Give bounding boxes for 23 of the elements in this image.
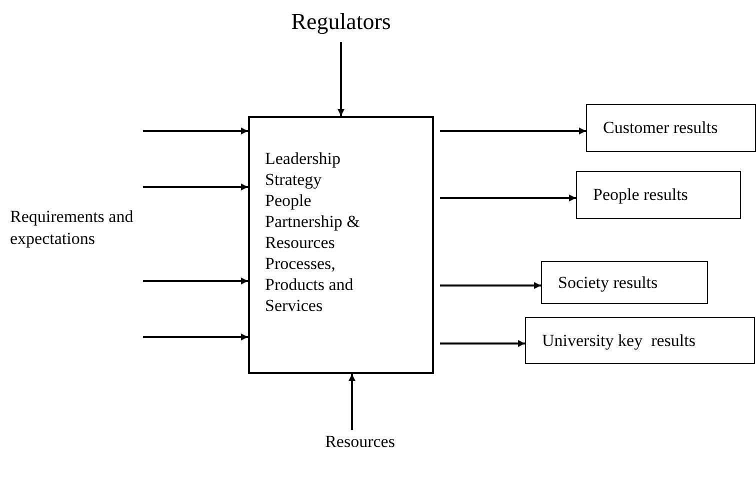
input-label: Resources [316, 432, 404, 452]
process-item: Strategy [265, 169, 323, 190]
result-box: People results [576, 171, 741, 219]
arrow [348, 374, 356, 430]
process-box [248, 116, 434, 374]
arrow [143, 128, 248, 134]
result-box: University key results [525, 317, 755, 364]
arrow [143, 184, 248, 190]
process-item: People [265, 190, 312, 211]
arrow [440, 128, 586, 134]
input-label: Requirements and expectations [10, 206, 134, 250]
arrow [440, 340, 525, 347]
arrow [143, 278, 248, 284]
process-item: Partnership & Resources [265, 211, 361, 253]
arrow [440, 282, 541, 289]
process-item: Processes, Products and Services [265, 253, 354, 316]
input-label: Regulators [283, 8, 399, 36]
process-item: Leadership [265, 148, 342, 169]
result-box: Society results [541, 261, 708, 304]
arrow [338, 42, 344, 116]
arrow [440, 194, 576, 202]
arrow [143, 334, 248, 340]
result-box: Customer results [586, 104, 756, 152]
